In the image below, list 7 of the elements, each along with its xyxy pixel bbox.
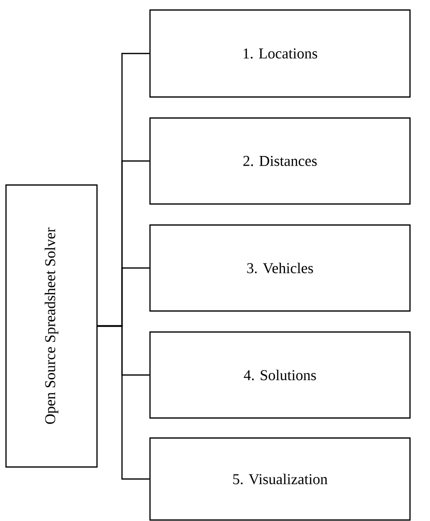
process-box: 1. Locations [149, 9, 411, 98]
process-box: Open Source Spreadsheet Solver [5, 184, 98, 468]
connector-line [98, 325, 150, 480]
process-box: 2. Distances [149, 117, 411, 205]
process-box: 3. Vehicles [149, 224, 411, 312]
process-box: 5. Visualization [149, 437, 411, 521]
process-box: 4. Solutions [149, 331, 411, 419]
